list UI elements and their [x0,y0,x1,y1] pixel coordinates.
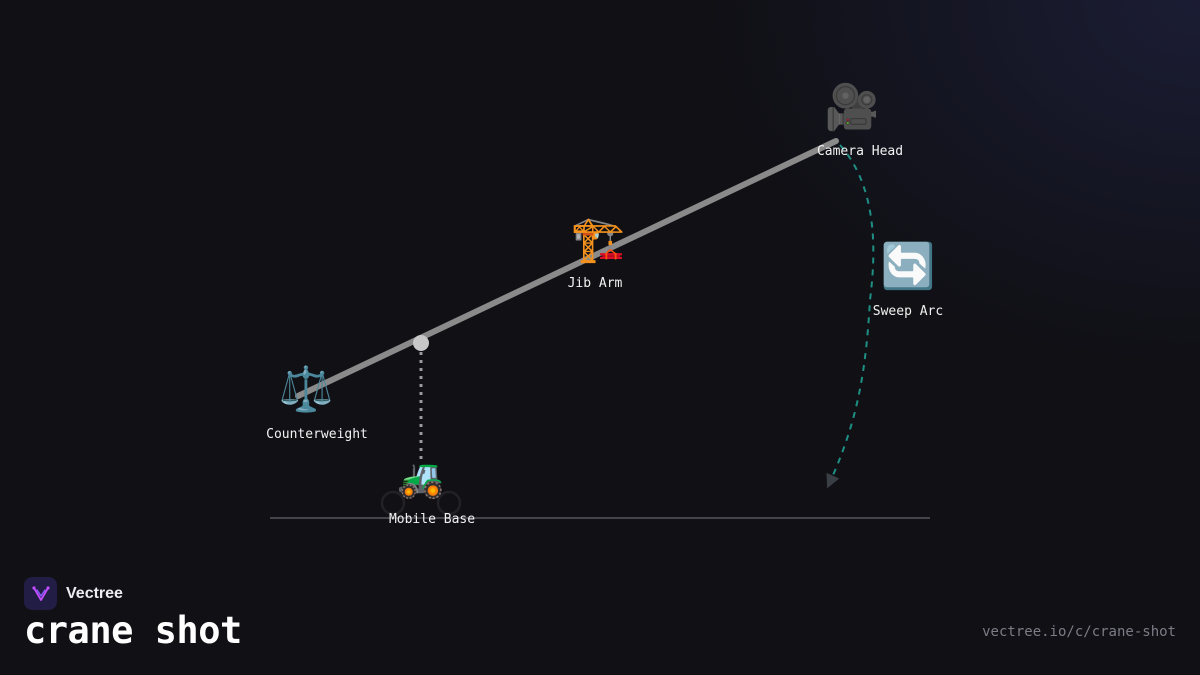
movie-camera-icon: 🎥 [824,82,880,133]
construction-crane-icon: 🏗️ [570,214,626,265]
counterclockwise-arrows-icon: 🔄 [880,241,936,292]
jib-arm-beam [295,138,839,399]
brand-name: Vectree [66,584,123,602]
left-wheel [380,490,406,516]
pivot-point [413,335,429,351]
vectree-logo-mark [31,585,50,601]
page-url[interactable]: vectree.io/c/crane-shot [982,624,1176,640]
sweep-arc-label: Sweep Arc [872,304,944,319]
mobile-base-label: Mobile Base [388,512,476,527]
balance-scale-icon: ⚖️ [278,364,334,415]
right-wheel [436,490,462,516]
counterweight-label: Counterweight [266,427,368,442]
jib-arm-label: Jib Arm [567,276,623,291]
tractor-icon: 🚜 [397,456,445,500]
sweep-arc-path [826,144,875,489]
brand: Vectree [24,577,123,610]
vectree-logo-icon [24,577,57,610]
page-title: crane shot [24,609,242,652]
camera-head-label: Camera Head [816,144,904,159]
